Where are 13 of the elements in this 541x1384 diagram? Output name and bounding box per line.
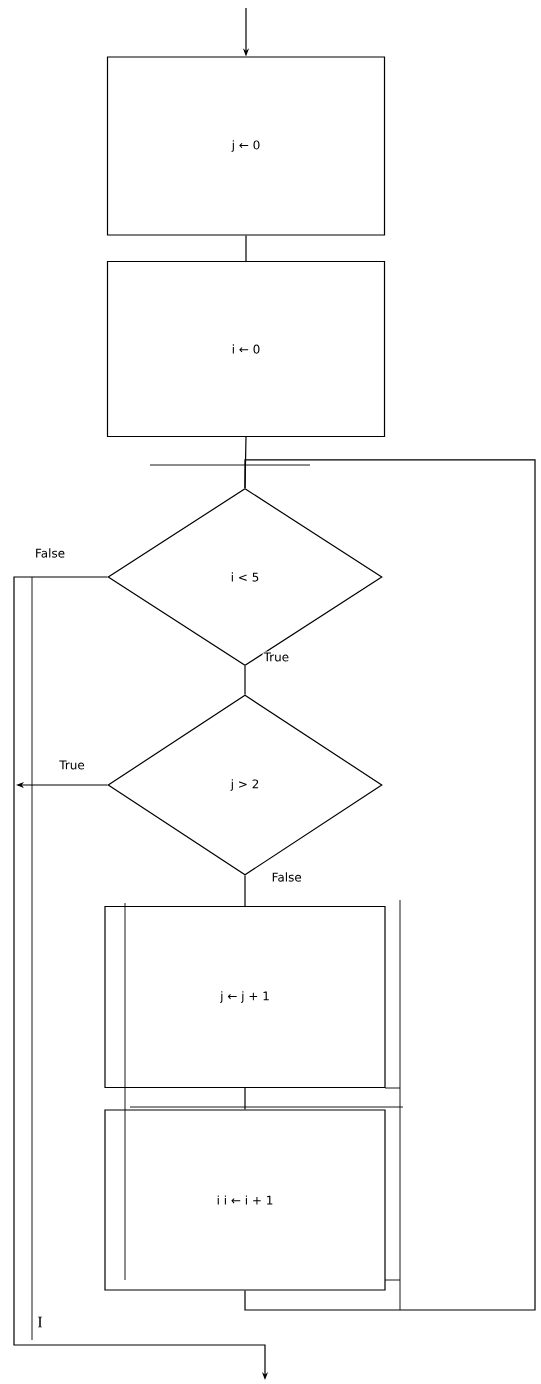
process-box: i i ← i + 1 [104,1109,386,1291]
stray-mark: I [37,1316,43,1328]
edge-label: True [262,651,291,663]
connector-line [245,235,247,262]
connector-line [244,875,246,907]
edge-label: False [33,547,67,559]
process-box: i ← 0 [106,260,386,438]
process-box: j ← 0 [106,56,386,236]
connector-line [244,459,536,1311]
connector-line [244,665,246,695]
edge-label: True [58,759,86,771]
connector-line [244,1087,246,1110]
process-box: j ← j + 1 [104,905,386,1089]
